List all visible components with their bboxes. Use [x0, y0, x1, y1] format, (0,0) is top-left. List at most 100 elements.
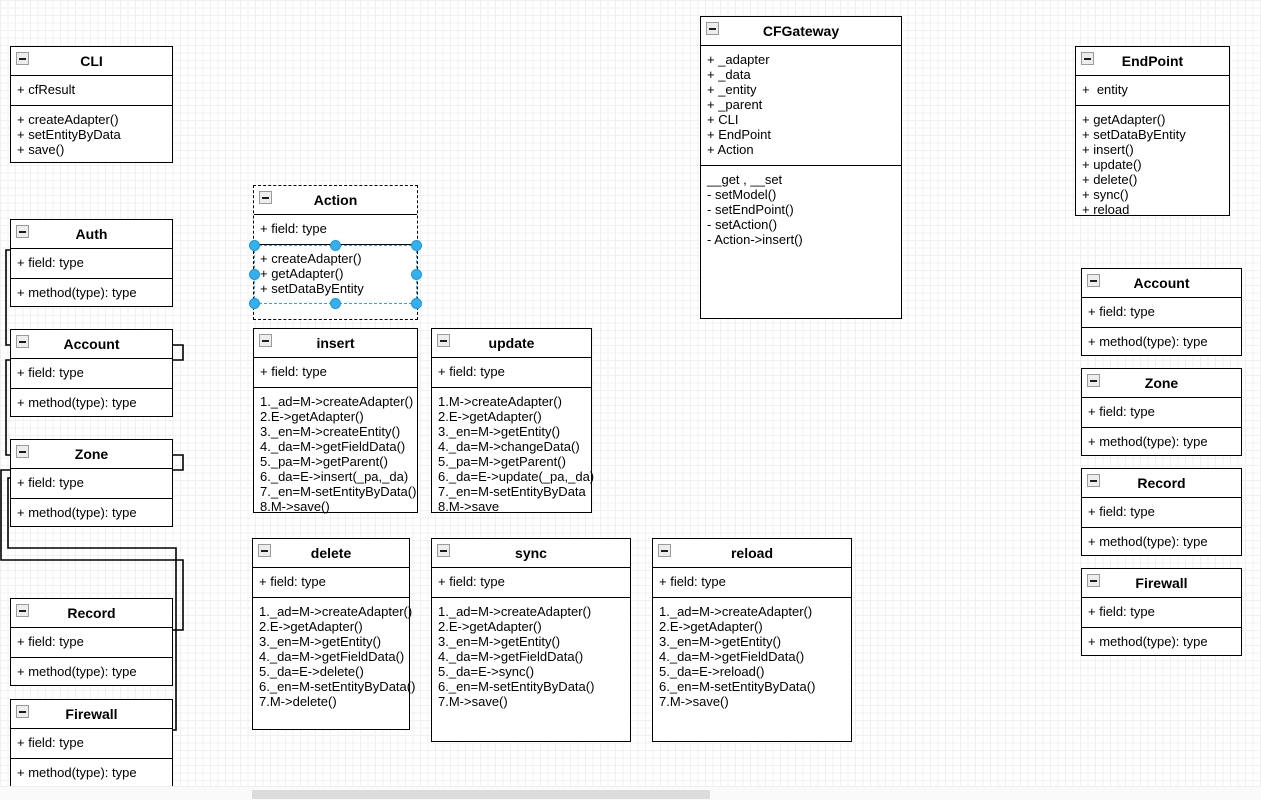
- collapse-minus-icon[interactable]: [1087, 574, 1100, 587]
- operations-compartment[interactable]: __get , __set- setModel()- setEndPoint()…: [701, 166, 901, 255]
- collapse-minus-icon[interactable]: [16, 52, 29, 65]
- attributes-compartment[interactable]: + cfResult: [11, 76, 172, 106]
- collapse-minus-icon[interactable]: [1087, 374, 1100, 387]
- attributes-compartment[interactable]: + field: type: [11, 628, 172, 658]
- attributes-compartment[interactable]: + field: type: [11, 249, 172, 279]
- class-title-bar[interactable]: Action: [254, 186, 417, 215]
- collapse-minus-icon[interactable]: [437, 334, 450, 347]
- uml-class-zone-left[interactable]: Zone+ field: type+ method(type): type: [10, 439, 173, 527]
- horizontal-scrollbar[interactable]: [0, 786, 1261, 800]
- operation-row: + reload: [1082, 202, 1130, 217]
- attributes-compartment[interactable]: + field: type: [1082, 398, 1241, 428]
- class-title-bar[interactable]: Zone: [11, 440, 172, 469]
- attributes-compartment[interactable]: + field: type: [11, 469, 172, 499]
- collapse-minus-icon[interactable]: [1087, 274, 1100, 287]
- attributes-compartment[interactable]: + field: type: [254, 215, 417, 245]
- class-title-bar[interactable]: Record: [1082, 469, 1241, 498]
- uml-class-reload[interactable]: reload + field: type 1._ad=M->createAdapte…: [652, 538, 852, 742]
- uml-class-cli[interactable]: CLI+ cfResult+ createAdapter()+ setEntit…: [10, 46, 173, 163]
- attributes-compartment[interactable]: + field: type: [1082, 598, 1241, 628]
- uml-class-account-left[interactable]: Account+ field: type+ method(type): type: [10, 329, 173, 417]
- uml-class-record-left[interactable]: Record+ field: type+ method(type): type: [10, 598, 173, 686]
- uml-class-auth[interactable]: Auth+ field: type+ method(type): type: [10, 219, 173, 307]
- uml-class-firewall-left[interactable]: Firewall+ field: type+ method(type): typ…: [10, 699, 173, 787]
- operations-compartment[interactable]: 1._ad=M->createAdapter()2.E->getAdapter(…: [432, 598, 630, 717]
- attributes-compartment[interactable]: + field: type: [1082, 498, 1241, 528]
- attributes-compartment[interactable]: + field: type: [254, 358, 417, 388]
- attributes-compartment[interactable]: + field: type: [11, 359, 172, 389]
- collapse-minus-icon[interactable]: [706, 22, 719, 35]
- class-title-bar[interactable]: Zone: [1082, 369, 1241, 398]
- resize-handle-sw[interactable]: [249, 298, 260, 309]
- collapse-minus-icon[interactable]: [658, 544, 671, 557]
- class-title-bar[interactable]: insert: [254, 329, 417, 358]
- class-title-bar[interactable]: Firewall: [1082, 569, 1241, 598]
- attributes-compartment[interactable]: + field: type: [432, 568, 630, 598]
- operations-compartment[interactable]: + method(type): type: [11, 658, 172, 687]
- scrollbar-thumb[interactable]: [252, 790, 710, 799]
- operations-compartment[interactable]: + getAdapter()+ setDataByEntity+ insert(…: [1076, 106, 1229, 225]
- class-title-bar[interactable]: Firewall: [11, 700, 172, 729]
- class-title-bar[interactable]: CLI: [11, 47, 172, 76]
- operations-compartment[interactable]: 1._ad=M->createAdapter()2.E->getAdapter(…: [253, 598, 415, 717]
- collapse-minus-icon[interactable]: [259, 191, 272, 204]
- uml-class-cfgateway[interactable]: CFGateway+ _adapter+ _data+ _entity+ _pa…: [700, 16, 902, 319]
- resize-handle-w[interactable]: [249, 268, 260, 280]
- class-title-bar[interactable]: reload: [653, 539, 851, 568]
- operation-row: 2.E->getAdapter(): [438, 409, 542, 424]
- attributes-compartment[interactable]: + _adapter+ _data+ _entity+ _parent+ CLI…: [701, 46, 901, 166]
- operations-compartment[interactable]: + method(type): type: [11, 279, 172, 308]
- uml-class-endpoint[interactable]: EndPoint+ entity+ getAdapter()+ setDataB…: [1075, 46, 1230, 217]
- class-title-bar[interactable]: sync: [432, 539, 630, 568]
- collapse-minus-icon[interactable]: [437, 544, 450, 557]
- operations-compartment[interactable]: + method(type): type: [1082, 428, 1241, 457]
- collapse-minus-icon[interactable]: [1087, 474, 1100, 487]
- resize-handle-se[interactable]: [411, 298, 422, 309]
- attribute-row: + field: type: [659, 574, 726, 589]
- resize-handle-s[interactable]: [329, 298, 341, 309]
- operations-compartment[interactable]: + method(type): type: [1082, 528, 1241, 557]
- uml-class-action[interactable]: Action+ field: type+ createAdapter()+ ge…: [249, 185, 422, 320]
- operations-compartment[interactable]: 1._ad=M->createAdapter()2.E->getAdapter(…: [254, 388, 417, 522]
- class-title-bar[interactable]: Account: [1082, 269, 1241, 298]
- operations-compartment[interactable]: + method(type): type: [1082, 628, 1241, 657]
- class-title-bar[interactable]: Account: [11, 330, 172, 359]
- collapse-minus-icon[interactable]: [1081, 52, 1094, 65]
- attributes-compartment[interactable]: + field: type: [653, 568, 851, 598]
- class-title-bar[interactable]: delete: [253, 539, 409, 568]
- operations-compartment[interactable]: + createAdapter()+ getAdapter()+ setData…: [249, 240, 422, 309]
- operations-compartment[interactable]: 1.M->createAdapter()2.E->getAdapter()3._…: [432, 388, 594, 522]
- uml-class-account-right[interactable]: Account+ field: type+ method(type): type: [1081, 268, 1242, 356]
- collapse-minus-icon[interactable]: [16, 705, 29, 718]
- operations-compartment[interactable]: 1._ad=M->createAdapter()2.E->getAdapter(…: [653, 598, 851, 717]
- class-title-bar[interactable]: EndPoint: [1076, 47, 1229, 76]
- collapse-minus-icon[interactable]: [259, 334, 272, 347]
- operations-compartment[interactable]: + createAdapter()+ setEntityByData+ save…: [11, 106, 172, 165]
- uml-class-firewall-right[interactable]: Firewall+ field: type+ method(type): typ…: [1081, 568, 1242, 656]
- class-title-bar[interactable]: CFGateway: [701, 17, 901, 46]
- attributes-compartment[interactable]: + field: type: [1082, 298, 1241, 328]
- uml-class-zone-right[interactable]: Zone+ field: type+ method(type): type: [1081, 368, 1242, 456]
- operations-compartment[interactable]: + method(type): type: [11, 499, 172, 528]
- attributes-compartment[interactable]: + field: type: [432, 358, 591, 388]
- class-title-bar[interactable]: Record: [11, 599, 172, 628]
- class-title-bar[interactable]: Auth: [11, 220, 172, 249]
- collapse-minus-icon[interactable]: [16, 604, 29, 617]
- operations-compartment[interactable]: + method(type): type: [11, 759, 172, 788]
- uml-class-record-right[interactable]: Record+ field: type+ method(type): type: [1081, 468, 1242, 556]
- collapse-minus-icon[interactable]: [16, 225, 29, 238]
- attributes-compartment[interactable]: + entity: [1076, 76, 1229, 106]
- collapse-minus-icon[interactable]: [16, 445, 29, 458]
- attributes-compartment[interactable]: + field: type: [253, 568, 409, 598]
- operations-compartment[interactable]: + method(type): type: [1082, 328, 1241, 357]
- collapse-minus-icon[interactable]: [258, 544, 271, 557]
- operations-compartment[interactable]: + method(type): type: [11, 389, 172, 418]
- attributes-compartment[interactable]: + field: type: [11, 729, 172, 759]
- class-title-bar[interactable]: update: [432, 329, 591, 358]
- collapse-minus-icon[interactable]: [16, 335, 29, 348]
